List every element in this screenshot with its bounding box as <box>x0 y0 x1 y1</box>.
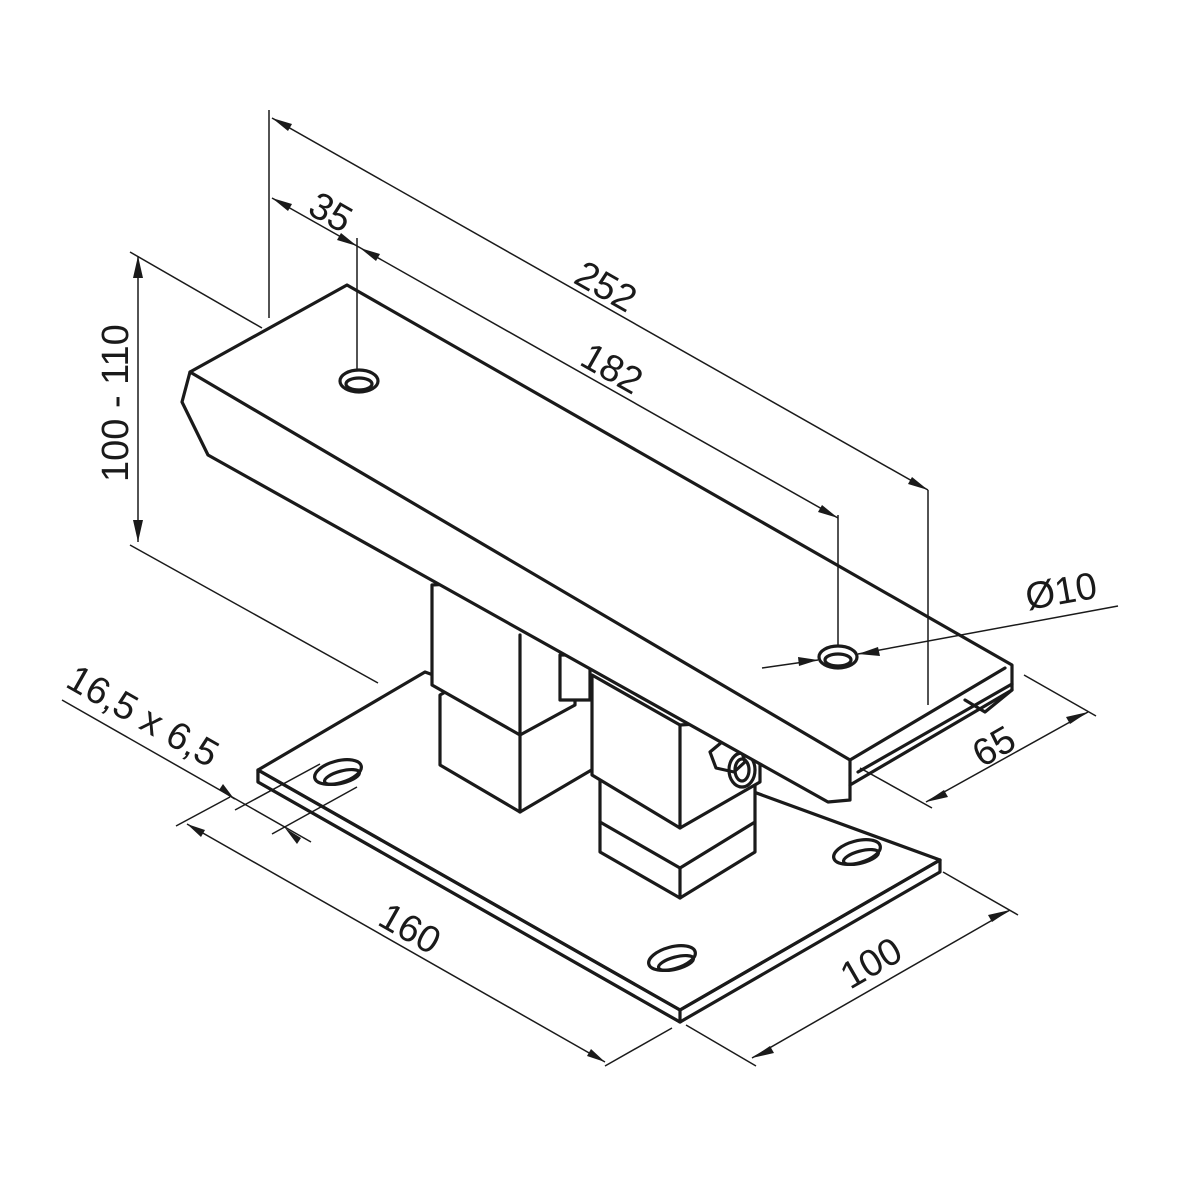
mounting-hole <box>344 376 374 392</box>
dim-label-160: 160 <box>372 895 448 963</box>
dim-label-100: 100 <box>834 930 910 998</box>
slot-hole <box>656 953 696 973</box>
dim-label-slot: 16,5 x 6,5 <box>60 657 226 776</box>
dim-label-65: 65 <box>966 718 1024 776</box>
dim-label-height: 100 - 110 <box>95 324 137 482</box>
mounting-hole <box>338 368 380 394</box>
slot-hole <box>322 767 362 787</box>
dimension-lines <box>61 110 1119 1067</box>
dim-label-35: 35 <box>302 184 359 241</box>
dim-label-252: 252 <box>568 253 644 321</box>
slot-hole <box>841 847 881 867</box>
mounting-hole <box>823 652 853 668</box>
dim-label-182: 182 <box>574 335 650 403</box>
mounting-hole <box>817 644 859 670</box>
top-channel <box>180 283 1014 804</box>
post-right <box>590 673 762 900</box>
